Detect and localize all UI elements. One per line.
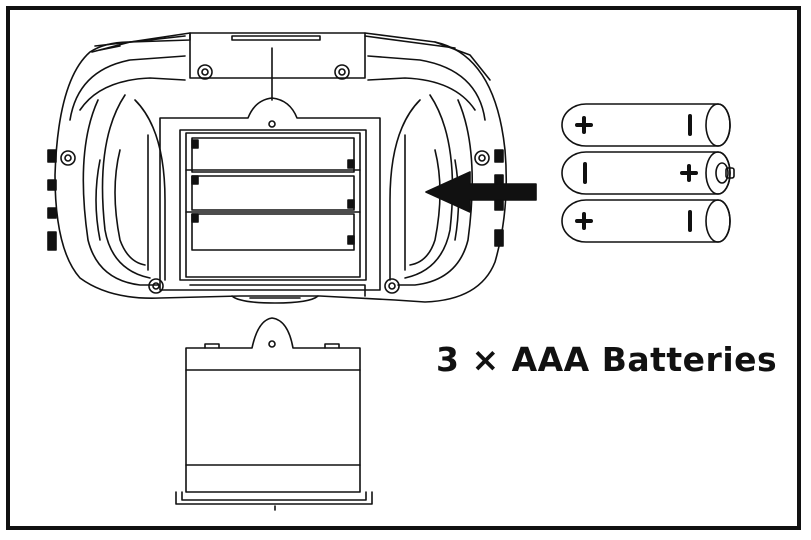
screw-icon: [60, 150, 76, 166]
arrow-left-icon: [425, 171, 537, 213]
screw-icon: [334, 64, 350, 80]
diagram-frame: [6, 6, 801, 530]
battery-compartment: [159, 97, 381, 291]
battery-3: [561, 199, 731, 243]
screws: [60, 64, 490, 294]
controller-back: [47, 32, 508, 304]
screw-icon: [384, 278, 400, 294]
battery-2: [561, 151, 735, 195]
battery-cover: [175, 317, 373, 511]
battery-stack: [561, 103, 735, 243]
screw-icon: [148, 278, 164, 294]
battery-1: [561, 103, 731, 147]
screw-icon: [197, 64, 213, 80]
battery-caption: 3 × AAA Batteries: [436, 340, 778, 379]
screw-icon: [474, 150, 490, 166]
